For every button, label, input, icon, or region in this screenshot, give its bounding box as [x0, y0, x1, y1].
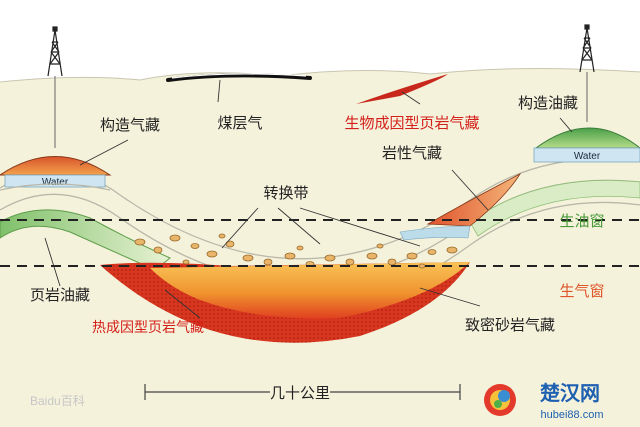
leader-lines	[44, 79, 573, 319]
label-oil-trap: 构造油藏	[518, 94, 578, 112]
tight-sand-gas	[150, 262, 470, 319]
label-gas-window: 生气窗	[559, 282, 604, 300]
label-thermogenic-shale: 热成因型页岩气藏	[92, 320, 204, 336]
coalbed-highlight	[171, 73, 307, 79]
label-transition: 转换带	[263, 184, 308, 202]
lithologic-gas-wedge	[426, 172, 522, 227]
label-oil-window: 生油窗	[559, 212, 604, 230]
derrick-right	[579, 24, 595, 73]
coalbed-layer	[166, 73, 312, 82]
baidu-watermark: Baidu百科	[30, 394, 85, 408]
site-name: 楚汉网	[540, 381, 600, 405]
oil-window-band-right	[469, 179, 640, 237]
site-url: hubei88.com	[541, 409, 604, 421]
label-gas-trap: 构造气藏	[100, 116, 160, 134]
site-logo	[484, 384, 516, 416]
water-zone-right	[533, 147, 640, 163]
label-coalbed: 煤层气	[217, 114, 262, 132]
surface-line	[0, 67, 640, 83]
lithologic-water	[399, 225, 471, 241]
label-shale-oil: 页岩油藏	[30, 286, 90, 304]
strata-under-left-dome	[0, 183, 111, 191]
biogenic-shale-wedge	[356, 74, 448, 104]
water-zone-left	[4, 174, 106, 188]
derrick-left	[47, 26, 63, 77]
scale-label: 几十公里	[270, 384, 330, 402]
label-lithologic-gas: 岩性气藏	[382, 144, 442, 162]
labels: 构造气藏 煤层气 生物成因型页岩气藏 构造油藏 岩性气藏 转换带 生油窗 生气窗…	[30, 94, 605, 336]
ground-surface	[0, 68, 640, 427]
gas-trap-dome	[0, 156, 112, 176]
water-label-left: Water	[42, 177, 69, 188]
label-tight-sand: 致密砂岩气藏	[465, 316, 555, 334]
oil-trap-dome	[534, 127, 640, 149]
water-label-right: Water	[574, 151, 601, 162]
label-biogenic-shale: 生物成因型页岩气藏	[344, 114, 479, 132]
